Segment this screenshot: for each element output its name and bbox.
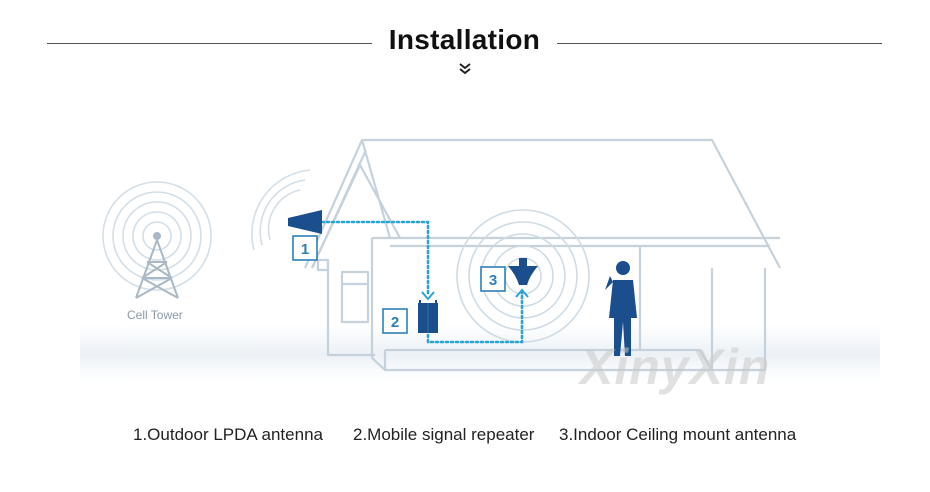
marker-1: 1 <box>292 235 318 261</box>
double-chevron-down-icon <box>459 63 471 75</box>
outdoor-antenna-signal-arcs <box>251 169 311 251</box>
marker-2-label: 2 <box>391 314 399 331</box>
person-on-phone-icon <box>605 261 637 356</box>
caption-indoor-antenna: 3.Indoor Ceiling mount antenna <box>559 425 797 444</box>
page-title: Installation <box>388 24 541 55</box>
cable-arrow-up-icon <box>515 288 529 298</box>
ceiling-antenna-icon <box>508 258 538 285</box>
lpda-antenna-icon <box>288 210 322 234</box>
coax-cable-dotted <box>320 220 524 344</box>
marker-2: 2 <box>382 308 408 334</box>
cable-arrow-down-icon <box>421 291 435 301</box>
marker-3-label: 3 <box>489 272 497 289</box>
cell-tower-label: Cell Tower <box>127 308 183 322</box>
header-divider-left <box>47 43 372 44</box>
caption-outdoor-antenna: 1.Outdoor LPDA antenna <box>133 425 323 444</box>
header-divider-right <box>557 43 882 44</box>
caption-signal-repeater: 2.Mobile signal repeater <box>353 425 535 444</box>
signal-repeater-icon <box>418 300 438 333</box>
cell-tower-icon <box>135 232 179 299</box>
tower-signal-rings <box>102 181 212 291</box>
brand-watermark: XinyXin <box>580 339 771 395</box>
marker-3: 3 <box>480 266 506 292</box>
ground-shadow <box>80 325 880 385</box>
marker-1-label: 1 <box>301 241 309 258</box>
house-outline <box>303 138 781 372</box>
